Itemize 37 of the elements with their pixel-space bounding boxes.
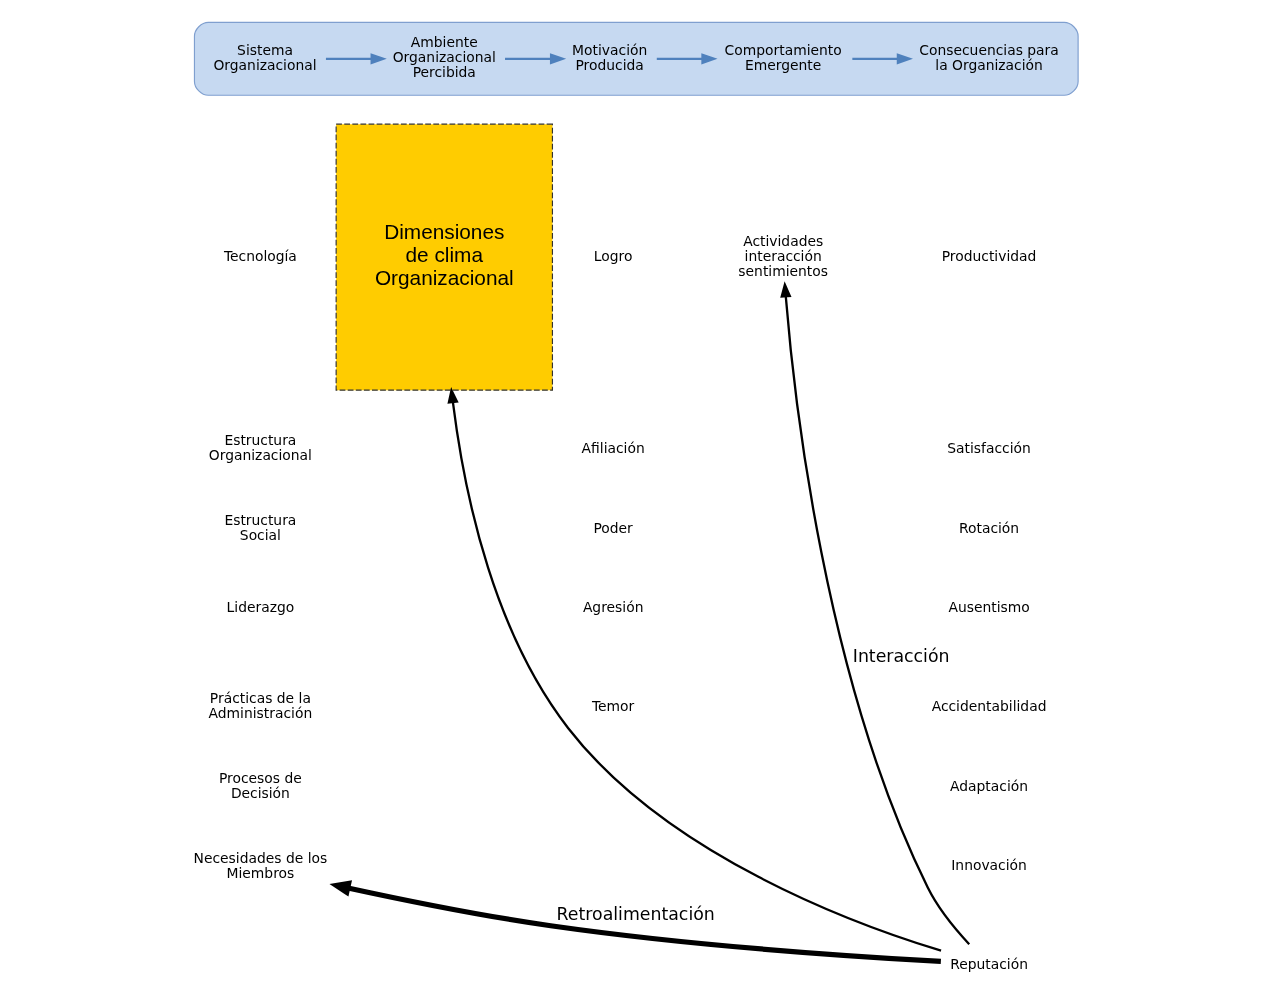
node-text: Motivación Producida bbox=[571, 41, 647, 73]
label: Tecnología bbox=[223, 247, 297, 264]
label: Rotación bbox=[958, 519, 1019, 536]
label: Prácticas de la Administración bbox=[208, 690, 312, 722]
label: Procesos de Decisión bbox=[218, 769, 302, 802]
arrow bbox=[656, 53, 718, 65]
node-text: Sistema Organizacional bbox=[212, 41, 317, 73]
arrow bbox=[328, 880, 941, 964]
edge-label: Retroalimentación bbox=[556, 903, 715, 924]
node-text: Consecuencias para la Organización bbox=[918, 41, 1059, 73]
label: Estructura Social bbox=[223, 512, 296, 544]
label: Productividad bbox=[941, 247, 1036, 264]
arrow bbox=[504, 53, 566, 65]
node-text: Reputación bbox=[949, 955, 1028, 972]
node-text: Necesidades de los Miembros bbox=[193, 849, 327, 881]
label: Satisfacción bbox=[946, 439, 1031, 456]
node-box: Dimensiones de clima Organizacional bbox=[335, 123, 553, 391]
label: Adaptación bbox=[949, 777, 1028, 794]
arrow bbox=[325, 53, 387, 65]
node-text: Ambiente Organizacional Percibida bbox=[392, 34, 496, 81]
arrow bbox=[446, 387, 941, 952]
arrow bbox=[851, 53, 913, 65]
arrow bbox=[779, 281, 970, 945]
label: Ausentismo bbox=[947, 599, 1030, 616]
label: Temor bbox=[591, 697, 634, 714]
edge-label: Interacción bbox=[852, 646, 950, 667]
label: Estructura Organizacional bbox=[208, 432, 312, 464]
label: Afiliación bbox=[581, 439, 645, 456]
label: Logro bbox=[593, 247, 632, 264]
label: Innovación bbox=[950, 857, 1027, 874]
node-text: Actividades interacción sentimientos bbox=[737, 232, 828, 279]
node-text: Comportamiento Emergente bbox=[724, 41, 842, 73]
label: Agresión bbox=[582, 599, 643, 616]
cluster bbox=[193, 21, 1079, 96]
label: Liderazgo bbox=[226, 599, 294, 616]
label: Accidentabilidad bbox=[931, 697, 1046, 714]
label: Poder bbox=[592, 519, 633, 536]
